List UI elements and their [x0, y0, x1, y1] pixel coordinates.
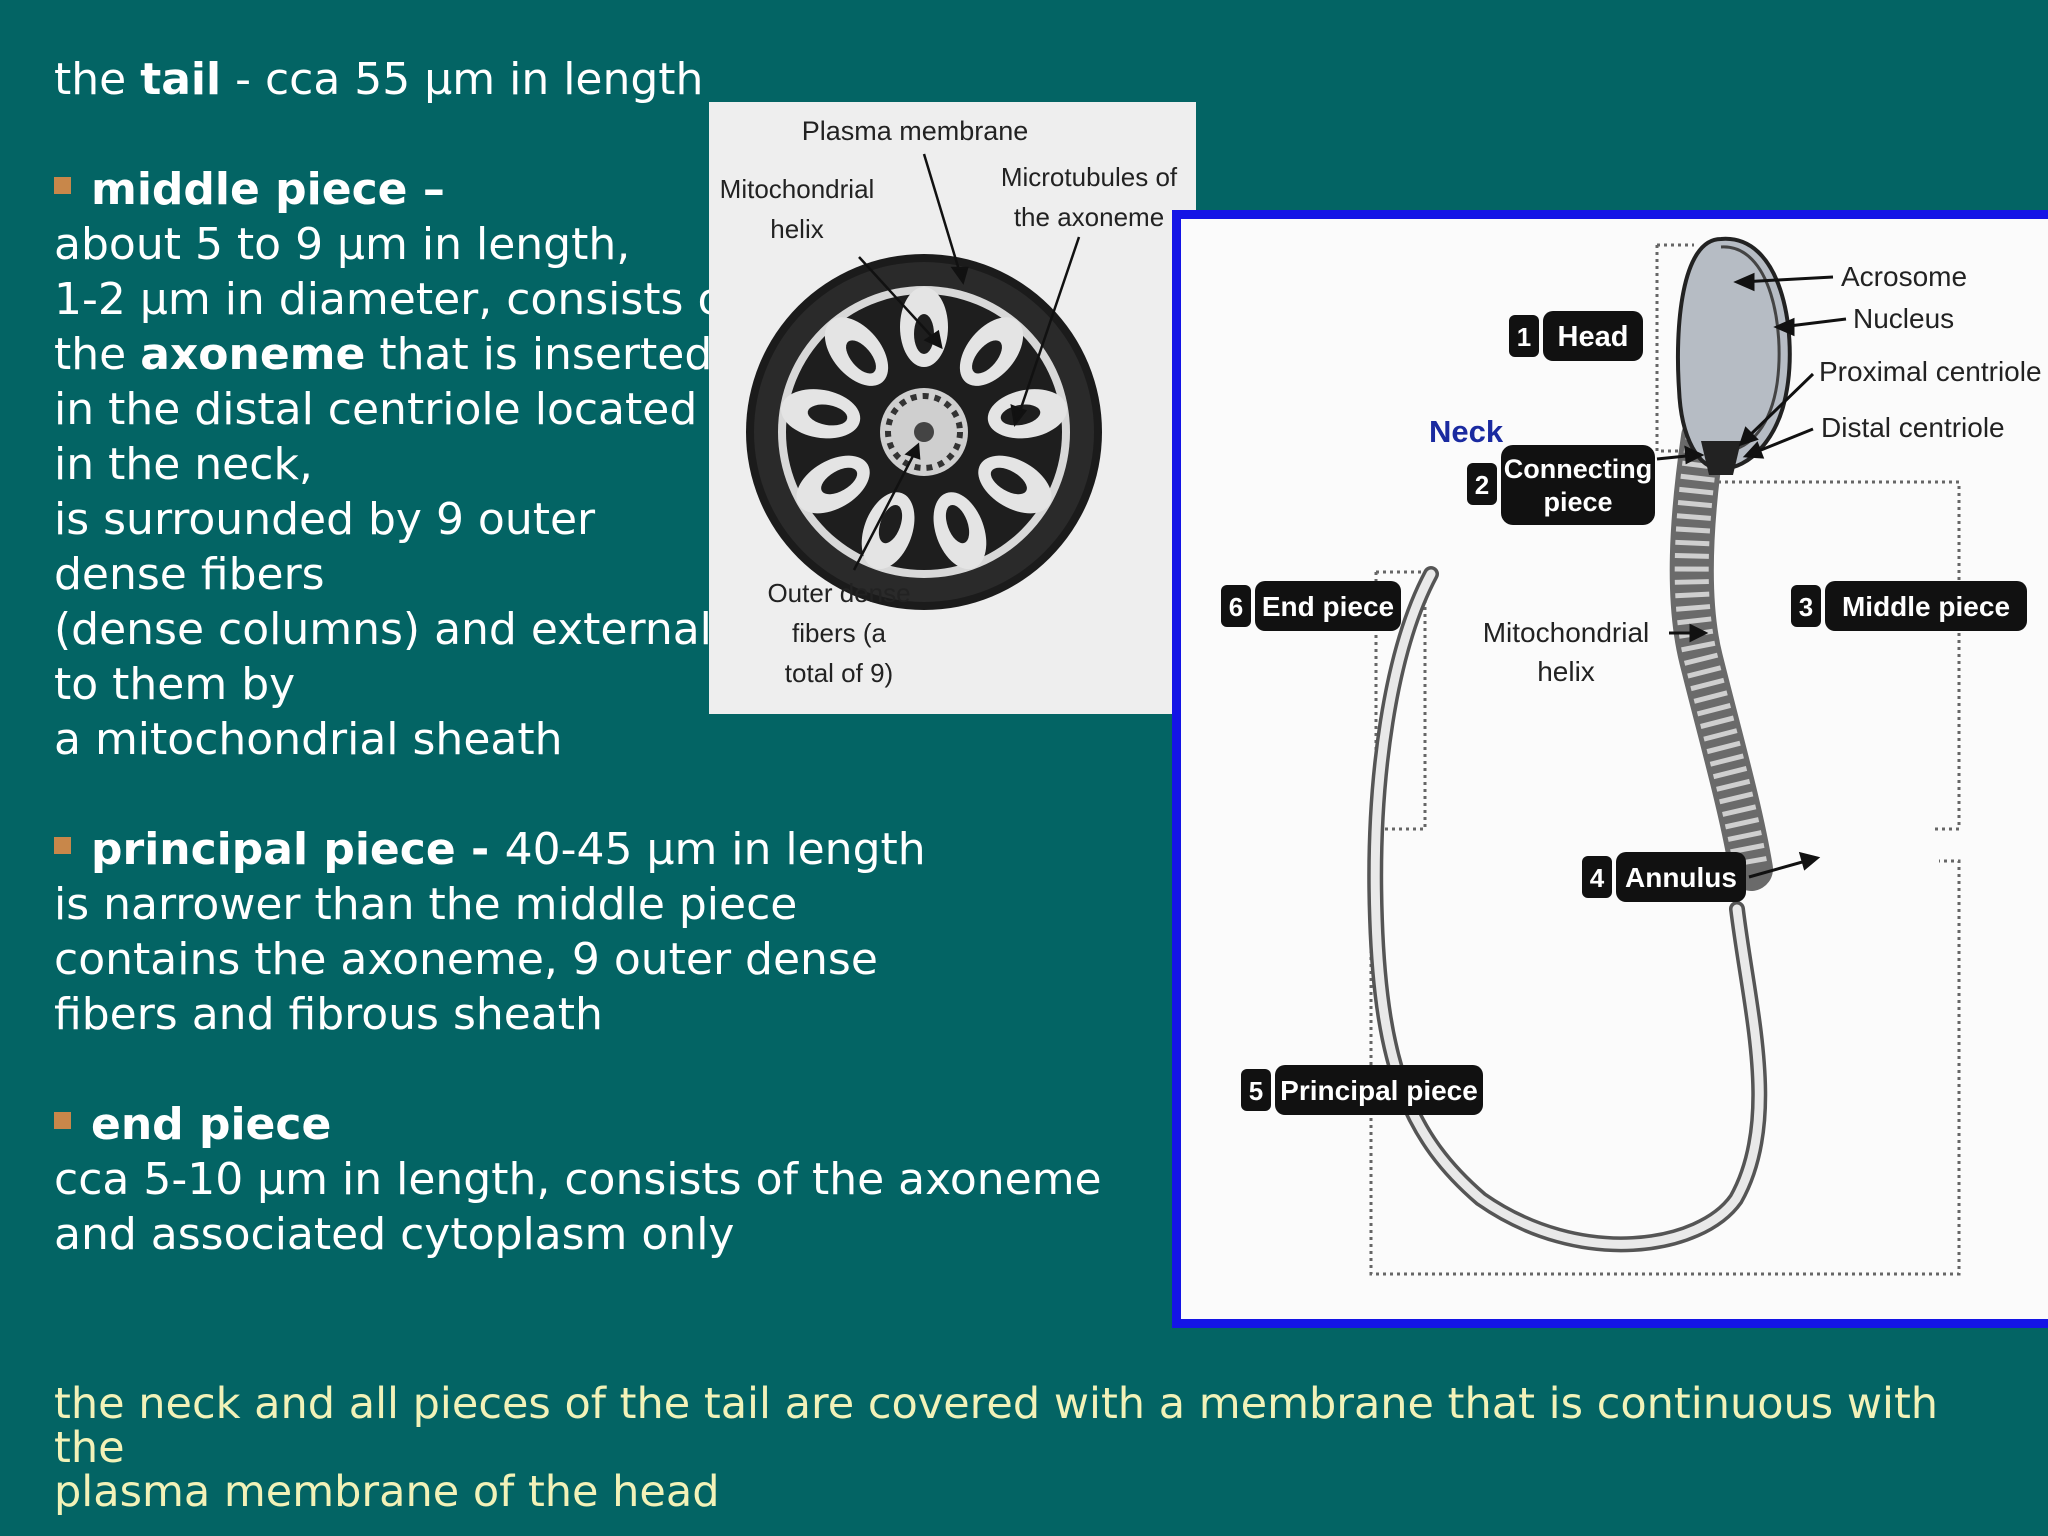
- end-piece-heading: end piece: [54, 1097, 1174, 1152]
- sperm-structure-illustration: Neck 1 Head 2 Connecting piece 3 Middle …: [1221, 236, 2042, 1276]
- svg-text:6: 6: [1229, 592, 1243, 622]
- microtubules-label: Microtubules of: [1001, 162, 1178, 192]
- mito-helix-label: Mitochondrial: [1483, 617, 1650, 648]
- principal-piece-line: fibers and fibrous sheath: [54, 989, 603, 1040]
- end-piece-line: cca 5-10 µm in length, consists of the a…: [54, 1154, 1102, 1205]
- middle-piece-line: a mitochondrial sheath: [54, 714, 563, 765]
- svg-text:3: 3: [1799, 592, 1813, 622]
- sperm-structure-figure: Neck 1 Head 2 Connecting piece 3 Middle …: [1172, 210, 2048, 1328]
- distal-centriole-label: Distal centriole: [1821, 412, 2005, 443]
- outer-dense-fibers-label: Outer dense: [767, 578, 910, 608]
- mito-helix-label: helix: [770, 214, 823, 244]
- outer-dense-fibers-label: fibers (a: [792, 618, 886, 648]
- middle-piece-line: in the distal centriole located: [54, 384, 698, 435]
- part-6-end-piece-badge: 6 End piece: [1221, 581, 1401, 631]
- svg-text:Connecting: Connecting: [1504, 454, 1653, 484]
- svg-text:piece: piece: [1543, 487, 1612, 517]
- part-4-annulus-badge: 4 Annulus: [1582, 852, 1746, 902]
- nucleus-label: Nucleus: [1853, 303, 1954, 334]
- slide-text: the tail - cca 55 µm in length middle pi…: [54, 52, 1174, 1262]
- middle-piece-line: dense fibers: [54, 549, 325, 600]
- principal-piece-heading: principal piece - 40-45 µm in length: [54, 822, 1174, 877]
- middle-piece-line: (dense columns) and externally: [54, 604, 751, 655]
- mito-helix-label: helix: [1537, 656, 1595, 687]
- svg-text:Annulus: Annulus: [1625, 862, 1737, 893]
- end-piece-line: and associated cytoplasm only: [54, 1209, 735, 1260]
- part-5-principal-piece-badge: 5 Principal piece: [1241, 1065, 1483, 1115]
- part-1-head-badge: 1 Head: [1509, 311, 1643, 361]
- svg-text:5: 5: [1249, 1076, 1263, 1106]
- svg-text:Middle piece: Middle piece: [1842, 591, 2010, 622]
- middle-piece-heading: middle piece –: [54, 162, 1174, 217]
- outer-dense-fibers-label: total of 9): [785, 658, 893, 688]
- principal-piece-line: contains the axoneme, 9 outer dense: [54, 934, 878, 985]
- svg-text:End piece: End piece: [1262, 591, 1394, 622]
- cross-section-figure: Plasma membrane Mitochondrial helix Micr…: [709, 102, 1196, 714]
- svg-text:1: 1: [1517, 322, 1531, 352]
- bullet-icon: [54, 177, 71, 194]
- intro-line: the tail - cca 55 µm in length: [54, 54, 704, 105]
- acrosome-label: Acrosome: [1841, 261, 1967, 292]
- neck-label: Neck: [1429, 414, 1504, 449]
- part-2-connecting-piece-badge: 2 Connecting piece: [1467, 445, 1655, 525]
- principal-piece-line: is narrower than the middle piece: [54, 879, 798, 930]
- middle-piece-line: to them by: [54, 659, 296, 710]
- cross-section-illustration: Plasma membrane Mitochondrial helix Micr…: [720, 116, 1178, 688]
- svg-text:Principal piece: Principal piece: [1280, 1075, 1478, 1106]
- middle-piece-axoneme-line: the axoneme that is inserted: [54, 329, 713, 380]
- bullet-icon: [54, 1112, 71, 1129]
- svg-text:2: 2: [1475, 470, 1489, 500]
- plasma-membrane-label: Plasma membrane: [802, 116, 1029, 146]
- footer-note: the neck and all pieces of the tail are …: [54, 1379, 1939, 1517]
- svg-text:4: 4: [1590, 863, 1605, 893]
- mito-helix-label: Mitochondrial: [720, 174, 875, 204]
- svg-text:Head: Head: [1558, 321, 1629, 353]
- microtubules-label: the axoneme: [1014, 202, 1164, 232]
- part-3-middle-piece-badge: 3 Middle piece: [1791, 581, 2027, 631]
- middle-piece-line: is surrounded by 9 outer: [54, 494, 596, 545]
- bullet-icon: [54, 837, 71, 854]
- proximal-centriole-label: Proximal centriole: [1819, 356, 2042, 387]
- middle-piece-line: 1-2 µm in diameter, consists of: [54, 274, 740, 325]
- middle-piece-line: in the neck,: [54, 439, 313, 490]
- middle-piece-line: about 5 to 9 µm in length,: [54, 219, 631, 270]
